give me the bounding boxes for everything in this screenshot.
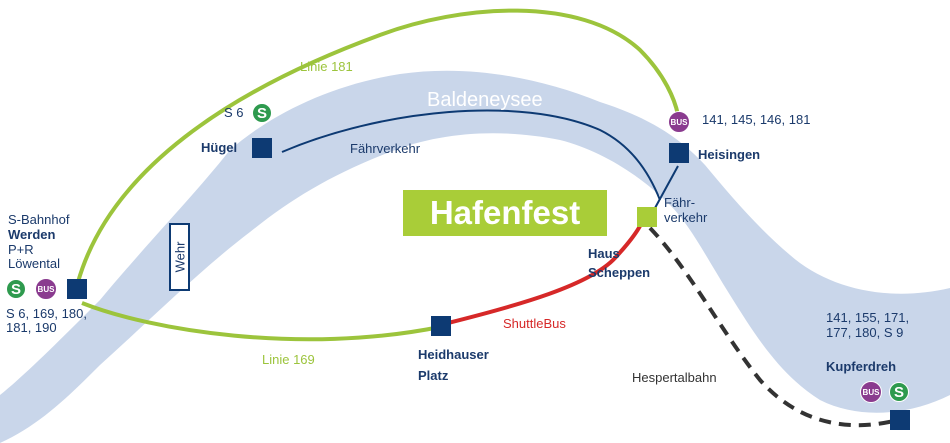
s-bahn-icon: S: [889, 382, 909, 402]
station-heidhauser-marker[interactable]: [431, 316, 451, 336]
huegel-name: Hügel: [201, 140, 238, 155]
hespertal-label: Hespertalbahn: [632, 370, 717, 385]
event-label: Hafenfest: [403, 190, 607, 236]
heidhauser-name-2: Platz: [418, 368, 449, 383]
event-venue-marker[interactable]: [637, 207, 657, 227]
line-169-label: Linie 169: [262, 352, 315, 367]
shuttle-bus-label: ShuttleBus: [503, 316, 566, 331]
ferry-main-path: [281, 109, 661, 201]
werden-line1: S-Bahnhof: [8, 212, 70, 227]
werden-line3: P+R: [8, 242, 34, 257]
hespertal-path: [648, 226, 899, 428]
line-181-label: Linie 181: [300, 59, 353, 74]
ferry-short-label-1: Fähr-: [664, 195, 696, 210]
werden-line4: Löwental: [8, 256, 61, 271]
ferry-short-label-2: verkehr: [664, 210, 708, 225]
kupferdreh-routes-2: 177, 180, S 9: [826, 325, 904, 340]
ferry-main-label: Fährverkehr: [350, 141, 421, 156]
haus-scheppen-name-1: Haus: [588, 246, 620, 261]
kupferdreh-name: Kupferdreh: [826, 359, 897, 374]
bus-icon: BUS: [860, 381, 882, 403]
line-169-path: [81, 301, 441, 342]
weir-marker: Wehr: [169, 223, 190, 291]
ferry-short-path: [654, 165, 679, 209]
kupferdreh-routes-1: 141, 155, 171,: [826, 310, 910, 325]
heisingen-name: Heisingen: [698, 147, 761, 162]
weir-label: Wehr: [172, 241, 187, 273]
station-heisingen-marker[interactable]: [669, 143, 689, 163]
station-kupferdreh-marker[interactable]: [890, 410, 910, 430]
heidhauser-name-1: Heidhauser: [418, 347, 489, 362]
werden-routes-2: 181, 190: [6, 320, 57, 335]
werden-name: Werden: [8, 227, 56, 242]
lake-shape: [0, 70, 950, 443]
station-huegel-marker[interactable]: [252, 138, 272, 158]
s-bahn-icon: S: [6, 279, 26, 299]
lake-label: Baldeneysee: [427, 89, 543, 111]
bus-icon: BUS: [668, 111, 690, 133]
s-bahn-icon: S: [252, 103, 272, 123]
werden-routes-1: S 6, 169, 180,: [6, 306, 87, 321]
shuttle-bus-path: [447, 225, 642, 325]
line-181-path: [76, 8, 680, 283]
heisingen-routes: 141, 145, 146, 181: [702, 112, 811, 127]
haus-scheppen-name-2: Scheppen: [588, 265, 651, 280]
huegel-routes: S 6: [224, 105, 244, 120]
station-werden-marker[interactable]: [67, 279, 87, 299]
bus-icon: BUS: [35, 278, 57, 300]
